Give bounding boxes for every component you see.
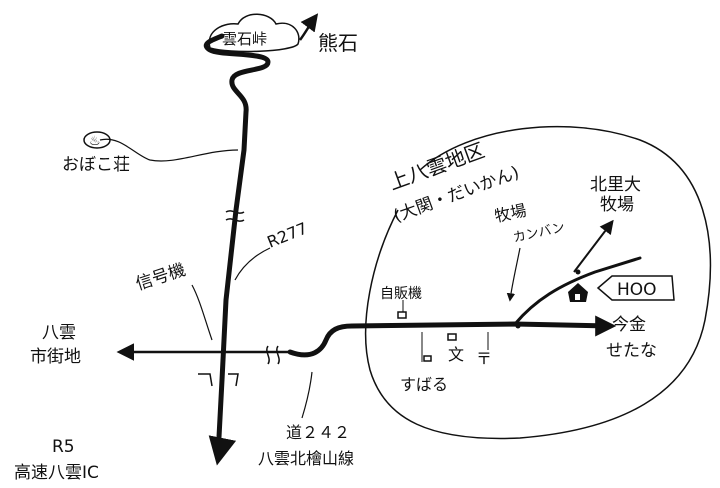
vending-label: 自販機 [380, 286, 422, 302]
subaru-label: すばる [400, 375, 448, 394]
junction-dot [515, 323, 521, 329]
junction-dot-2 [575, 269, 581, 275]
hokudai-label-2: 牧場 [600, 195, 634, 215]
route-277-south-arrow [208, 435, 237, 466]
pass-label: 雲石峠 [222, 30, 267, 48]
onsen-icon [83, 131, 111, 149]
sign-leader [506, 247, 521, 302]
school-label: 文 [448, 345, 464, 364]
farm-road [513, 256, 642, 326]
road-242-label-1: 道２４２ [286, 423, 350, 442]
signal-marks [198, 373, 239, 387]
road-break-mark [225, 210, 245, 222]
r277-leader [234, 247, 271, 281]
pass-to-kumaishi-arrow [298, 13, 319, 41]
yakumo-label-2: 市街地 [30, 347, 81, 367]
vending-machine-marker [397, 311, 407, 319]
hokudai-label-1: 北里大 [590, 175, 641, 195]
onsen-symbol: ♨ [89, 134, 101, 149]
road242-leader [301, 371, 313, 419]
obokosou-leader [99, 138, 239, 162]
current-location-label: HOO [617, 280, 657, 300]
imakane-label-2: せたな [606, 341, 657, 361]
route-277-label: R277 [264, 218, 310, 251]
yakumo-label-1: 八雲 [42, 323, 76, 343]
area-boundary [364, 125, 712, 440]
road-242 [287, 321, 613, 358]
road-break-mark-west [266, 345, 280, 365]
bokujo-label-2: カンバン [512, 220, 567, 246]
pass-bubble [208, 13, 300, 53]
obokosou-label: おぼこ荘 [62, 155, 130, 175]
kumaishi-label: 熊石 [318, 31, 358, 55]
road-242-label-2: 八雲北檜山線 [258, 449, 354, 468]
school-marker [447, 333, 457, 341]
bokujo-label-1: 牧場 [493, 201, 528, 226]
location-tag [596, 275, 675, 301]
signal-label: 信号機 [133, 260, 188, 295]
imakane-label-1: 今金 [612, 315, 646, 335]
r5-label-2: 高速八雲IC [14, 463, 99, 483]
route-277-road [203, 33, 271, 459]
signal-leader [191, 284, 213, 341]
subaru-marker [423, 355, 432, 362]
post-label: 〒 [476, 349, 492, 368]
hokudai-road [573, 219, 614, 273]
r5-label-1: R5 [52, 437, 75, 457]
house-icon [568, 283, 588, 302]
